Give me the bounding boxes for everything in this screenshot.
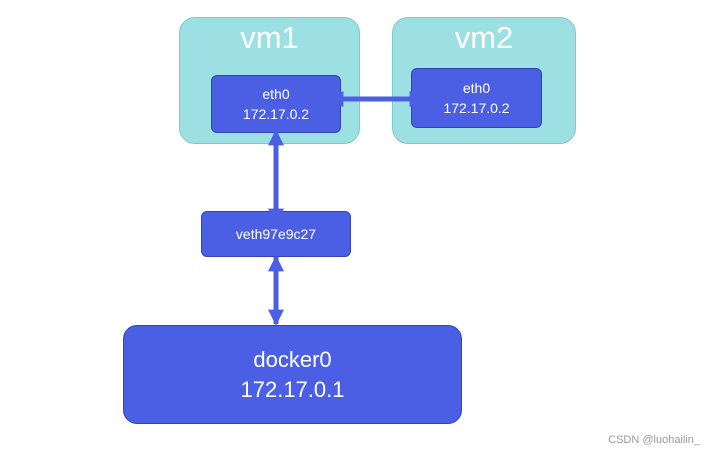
veth-interface: veth97e9c27 — [201, 211, 351, 257]
docker0-bridge: docker0 172.17.0.1 — [123, 325, 462, 424]
vm1-eth0-ip: 172.17.0.2 — [242, 106, 310, 122]
vm2-title: vm2 — [454, 20, 514, 55]
veth-name: veth97e9c27 — [235, 226, 317, 242]
docker0-name: docker0 — [253, 346, 332, 372]
vm1-eth0-interface: eth0 172.17.0.2 — [211, 75, 341, 133]
vm1-eth0-name: eth0 — [262, 86, 290, 102]
vm1-title: vm1 — [240, 20, 299, 55]
vm2-eth0-interface: eth0 172.17.0.2 — [411, 68, 542, 128]
docker0-ip: 172.17.0.1 — [240, 376, 345, 402]
watermark-text: CSDN @luohailin_ — [608, 434, 700, 446]
vm2-eth0-name: eth0 — [462, 80, 491, 96]
vm2-eth0-ip: 172.17.0.2 — [443, 100, 510, 116]
